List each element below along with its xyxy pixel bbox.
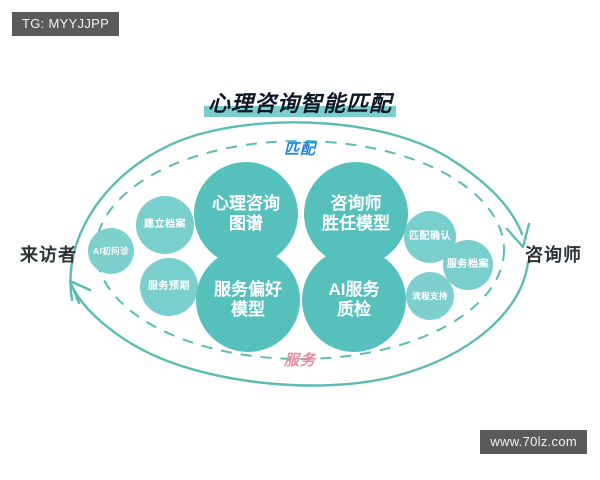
cycle-label-match: 匹配 [283, 141, 316, 158]
bubble-process-support: 流程支持 [406, 272, 454, 320]
match-flow-arc [69, 121, 524, 302]
bubble-label: 咨询师胜任模型 [322, 193, 390, 233]
bubble-label: 服务档案 [447, 259, 489, 271]
bubble-pref-model: 服务偏好模型 [196, 248, 300, 352]
watermark-top-left: TG: MYYJJPP [12, 12, 120, 36]
title-block: 心理咨询智能匹配 [0, 86, 600, 118]
bubble-label: 流程支持 [412, 290, 448, 301]
page-title: 心理咨询智能匹配 [207, 91, 392, 116]
bubble-label: AI初问诊 [92, 245, 129, 256]
bubble-label: 心理咨询图谱 [212, 193, 280, 233]
actor-label-counselor: 咨询师 [525, 245, 582, 265]
bubble-label: 服务预期 [148, 281, 190, 293]
cycle-label-service: 服务 [283, 352, 316, 369]
bubble-service-expect: 服务预期 [140, 258, 198, 316]
actor-label-visitor: 来访者 [20, 245, 77, 265]
watermark-bottom-right: www.70lz.com [480, 430, 587, 454]
bubble-label: 匹配确认 [409, 231, 451, 243]
bubble-ai-quality: AI服务质检 [302, 248, 406, 352]
bubble-label: 建立档案 [144, 219, 186, 231]
service-flow-arrowhead [68, 279, 92, 305]
bubble-service-archive: 服务档案 [443, 240, 493, 290]
bubble-create-profile: 建立档案 [136, 196, 194, 254]
match-flow-arrowhead [505, 222, 531, 249]
bubble-label: AI服务质检 [328, 279, 380, 319]
bubble-ai-first-consult: AI初问诊 [88, 228, 134, 274]
bubble-label: 服务偏好模型 [214, 279, 282, 319]
service-flow-arc [72, 260, 530, 387]
title-highlight-bar [203, 106, 396, 117]
